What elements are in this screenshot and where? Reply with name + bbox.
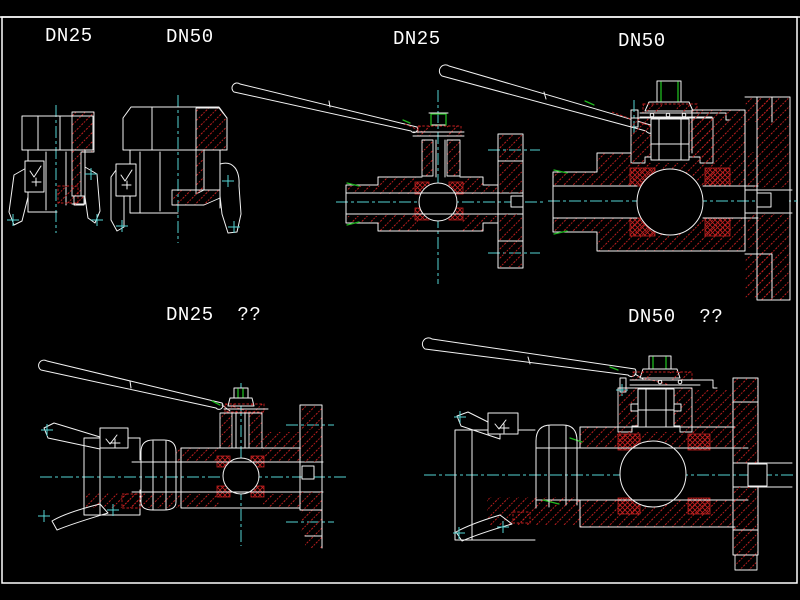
bonnet — [421, 139, 434, 177]
pipe-flange — [744, 96, 791, 301]
center-mark — [221, 174, 235, 188]
bonnet — [219, 412, 233, 449]
wing-handle-top — [456, 411, 501, 440]
valve-drawing-dn50-hose-union — [110, 95, 242, 243]
wing-handle-right — [219, 162, 242, 234]
valve-ball — [636, 168, 704, 236]
wing-handle-bottom — [51, 503, 109, 531]
valve-ball — [619, 440, 687, 508]
pipe-highlight — [542, 437, 583, 505]
center-mark — [40, 423, 54, 437]
surface-finish-symbol — [99, 427, 129, 449]
wing-handle-left — [110, 169, 125, 232]
valve-drawing-dn25-union-assembly — [37, 359, 348, 549]
stem-nut — [648, 355, 672, 370]
wing-handle-left — [8, 166, 29, 226]
ball-seat — [617, 433, 641, 451]
center-mark — [453, 410, 467, 424]
center-mark — [84, 167, 98, 181]
center-mark — [37, 509, 51, 523]
valve-drawing-dn25-ball-valve-section — [231, 82, 543, 284]
valve-drawing-dn50-ball-valve-section — [438, 64, 798, 301]
lever-handle — [421, 337, 637, 378]
sheet-border — [0, 16, 800, 584]
mounting-plate — [629, 379, 718, 389]
pipe-flange — [497, 133, 524, 269]
pipe-end-highlight — [553, 169, 568, 235]
pipe-flange — [299, 404, 323, 549]
drawing-label-dn50-coupling: DN50 — [166, 26, 214, 48]
valve-ball — [418, 182, 458, 222]
drawing-label-dn50-assembly: DN50 ?? — [628, 306, 724, 328]
pipe-end-highlight — [346, 182, 360, 226]
valve-drawing-dn25-hose-union — [6, 105, 104, 233]
wing-handle-right — [84, 166, 101, 224]
drawing-label-dn25-valve: DN25 — [393, 28, 441, 50]
section-hatch — [71, 111, 95, 197]
valve-drawing-dn50-union-assembly — [421, 337, 795, 571]
flange-bottom-tab — [734, 554, 758, 571]
center-mark — [6, 213, 20, 227]
center-mark — [227, 220, 241, 234]
union-nut — [535, 424, 578, 509]
stem-nut — [233, 387, 249, 399]
drawing-label-dn25-coupling: DN25 — [45, 25, 93, 47]
union-nut — [140, 439, 177, 511]
gland-plate — [412, 131, 465, 137]
drawing-label-dn50-valve: DN50 — [618, 30, 666, 52]
valve-ball — [222, 457, 260, 495]
wing-handle-top — [43, 422, 101, 450]
drawing-label-dn25-assembly: DN25 ?? — [166, 304, 262, 326]
lever-handle — [438, 64, 656, 134]
center-mark — [90, 213, 104, 227]
lever-handle — [231, 82, 419, 134]
pipe-flange — [732, 377, 759, 556]
